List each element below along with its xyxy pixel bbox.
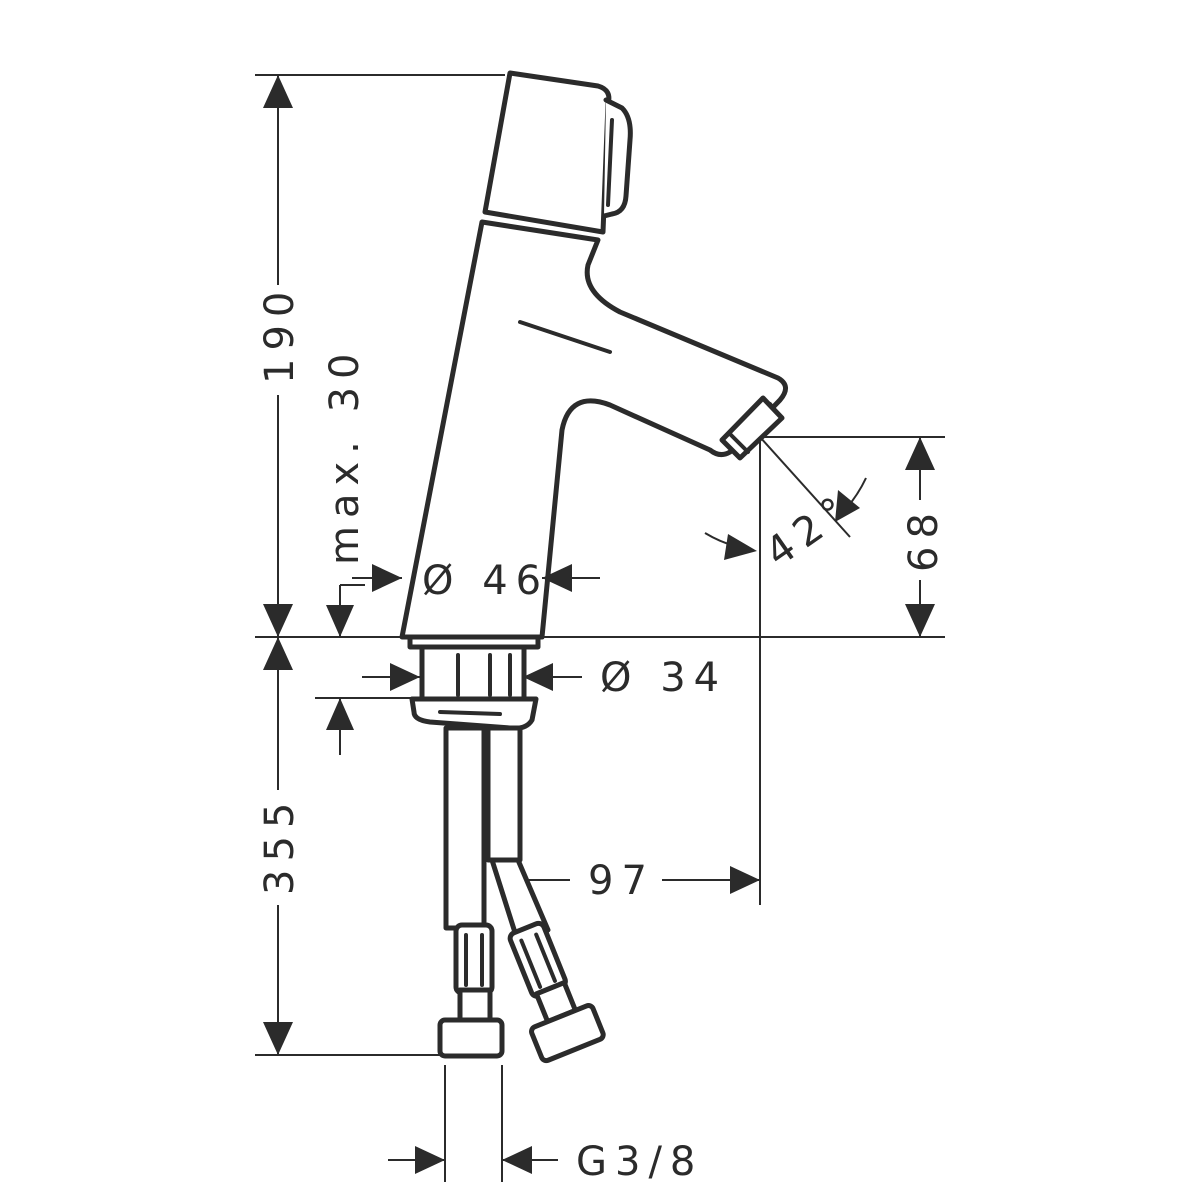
- aerator: [719, 395, 785, 461]
- dimension-97: 97: [527, 858, 760, 904]
- arrow-icon: [724, 534, 757, 560]
- spout-reach-label: 97: [588, 858, 655, 904]
- arrow-icon: [263, 75, 293, 108]
- arrow-icon: [326, 605, 354, 637]
- supply-hoses: [437, 725, 606, 1064]
- body-diameter-label: Ø 46: [422, 558, 549, 604]
- shank-diameter-label: Ø 34: [600, 655, 727, 701]
- arrow-icon: [542, 564, 572, 592]
- dimension-g3-8: G3/8: [388, 1139, 703, 1185]
- arrow-icon: [523, 663, 553, 691]
- arrow-icon: [415, 1146, 445, 1174]
- dimension-angle-42: 42°: [704, 477, 867, 576]
- arrow-icon: [263, 1022, 293, 1055]
- mounting-shank: [407, 634, 541, 731]
- arrow-icon: [263, 604, 293, 637]
- arrow-icon: [835, 490, 860, 522]
- arrow-icon: [502, 1146, 532, 1174]
- thread-label: G3/8: [576, 1139, 703, 1185]
- extension-lines: [255, 74, 945, 1182]
- arrow-icon: [905, 604, 935, 637]
- dimension-68: 68: [901, 437, 947, 637]
- dimension-355: 355: [257, 637, 303, 1055]
- height-label: 190: [257, 284, 303, 384]
- push-button-handle: [482, 70, 633, 235]
- max-thickness-label: max. 30: [322, 346, 368, 565]
- dimension-diameter-46: Ø 46: [352, 558, 600, 604]
- dimension-max-30: max. 30: [322, 346, 368, 755]
- arrow-icon: [905, 437, 935, 470]
- faucet-body: [399, 70, 788, 1064]
- arrow-icon: [372, 564, 402, 592]
- arrow-icon: [730, 866, 760, 894]
- dimension-190: 190: [257, 75, 303, 637]
- arrow-icon: [390, 663, 420, 691]
- arrow-icon: [326, 698, 354, 730]
- hose-length-label: 355: [257, 795, 303, 895]
- dimension-diameter-34: Ø 34: [362, 655, 727, 701]
- arrow-icon: [263, 637, 293, 670]
- spout-height-label: 68: [901, 505, 947, 572]
